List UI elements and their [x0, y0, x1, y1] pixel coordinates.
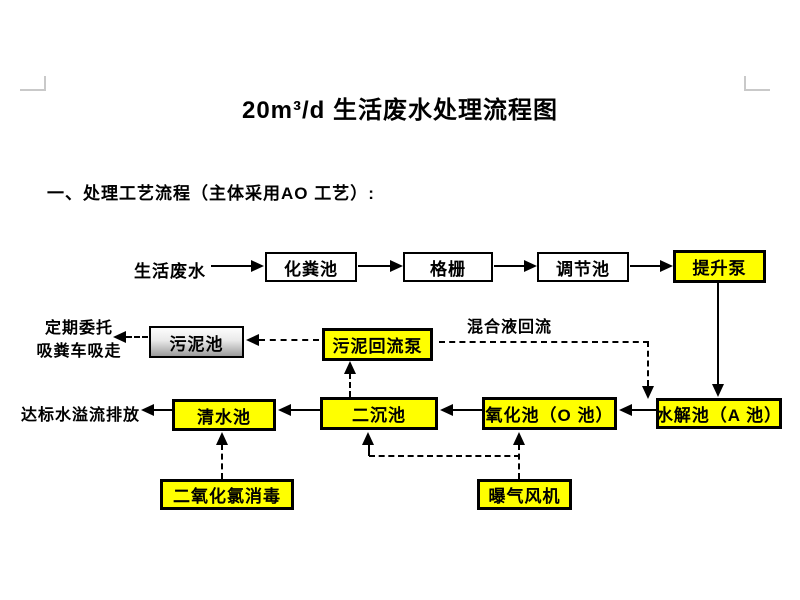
node-secondary-clarifier: 二沉池	[320, 397, 438, 430]
node-regulating-tank-label: 调节池	[556, 259, 610, 279]
arrow-regulating-to-lift	[630, 265, 660, 267]
node-clear-water-tank-label: 清水池	[197, 407, 251, 427]
arrow-clarifier-to-pump	[349, 373, 351, 397]
mixed-liquor-return-label: 混合液回流	[467, 319, 553, 336]
margin-corner-mark-right	[744, 76, 770, 91]
node-aeration-blower-label: 曝气风机	[488, 487, 561, 506]
arrow-clearwater-to-discharge	[154, 409, 172, 411]
arrow-source-to-septic	[211, 265, 251, 267]
node-sludge-tank: 污泥池	[149, 326, 244, 358]
disposal-note: 定期委托 吸粪车吸走	[22, 317, 136, 363]
disposal-note-line2: 吸粪车吸走	[36, 343, 122, 360]
arrowhead-lift-to-hydrolysis	[712, 384, 724, 397]
arrowhead-disinfection-to-clearwater	[216, 432, 228, 445]
node-disinfection: 二氧化氯消毒	[160, 479, 294, 510]
node-screen-label: 格栅	[430, 259, 466, 279]
arrowhead-septic-to-screen	[390, 260, 403, 272]
arrow-oxidation-to-clarifier	[453, 409, 482, 411]
arrowhead-blower-to-clarifier	[362, 432, 374, 445]
mixed-liquor-return-vline	[647, 341, 649, 386]
node-screen: 格栅	[403, 252, 493, 282]
arrowhead-clarifier-to-clearwater	[278, 404, 291, 416]
node-regulating-tank: 调节池	[537, 252, 629, 282]
arrow-clarifier-to-clearwater	[291, 409, 320, 411]
node-septic-tank: 化粪池	[265, 252, 357, 282]
node-septic-tank-label: 化粪池	[284, 259, 338, 279]
disposal-note-line1: 定期委托	[44, 320, 113, 337]
arrowhead-regulating-to-lift	[660, 260, 673, 272]
node-lift-pump: 提升泵	[673, 250, 766, 283]
arrow-screen-to-regulating	[494, 265, 524, 267]
arrowhead-clearwater-to-discharge	[141, 404, 154, 416]
node-oxidation-tank: 氧化池（O 池）	[482, 397, 617, 430]
node-hydrolysis-tank: 水解池（A 池）	[656, 398, 782, 429]
arrowhead-clarifier-to-pump	[344, 361, 356, 374]
node-oxidation-tank-label: 氧化池（O 池）	[485, 406, 614, 425]
node-clear-water-tank: 清水池	[172, 399, 276, 431]
arrowhead-sludge-to-disposal	[113, 331, 126, 343]
arrow-blower-branch-hline	[369, 455, 520, 457]
arrowhead-mixed-liquor-to-hydrolysis	[642, 386, 654, 399]
arrow-blower-to-oxidation	[518, 444, 520, 479]
arrow-blower-branch-vline	[368, 444, 370, 456]
node-aeration-blower: 曝气风机	[477, 479, 572, 510]
node-hydrolysis-tank-label: 水解池（A 池）	[655, 406, 783, 425]
page-title: 20m³/d 生活废水处理流程图	[241, 97, 559, 124]
node-sludge-return-pump-label: 污泥回流泵	[332, 337, 423, 356]
arrowhead-hydrolysis-to-oxidation	[619, 404, 632, 416]
arrow-septic-to-screen	[358, 265, 390, 267]
arrowhead-screen-to-regulating	[524, 260, 537, 272]
node-lift-pump-label: 提升泵	[692, 259, 747, 278]
arrow-pump-to-sludge	[259, 339, 319, 341]
arrow-disinfection-to-clearwater	[221, 444, 223, 479]
discharge-label: 达标水溢流排放	[21, 407, 141, 424]
margin-corner-mark-left	[20, 76, 46, 91]
node-sludge-tank-label: 污泥池	[169, 334, 224, 354]
mixed-liquor-return-hline	[439, 341, 649, 343]
source-label: 生活废水	[134, 262, 206, 281]
arrow-sludge-to-disposal	[126, 336, 148, 338]
arrowhead-pump-to-sludge	[246, 334, 259, 346]
arrowhead-source-to-septic	[251, 260, 264, 272]
arrow-hydrolysis-to-oxidation	[632, 409, 656, 411]
node-secondary-clarifier-label: 二沉池	[352, 406, 406, 425]
arrowhead-oxidation-to-clarifier	[440, 404, 453, 416]
node-disinfection-label: 二氧化氯消毒	[173, 487, 281, 506]
arrowhead-blower-to-oxidation	[513, 432, 525, 445]
node-sludge-return-pump: 污泥回流泵	[322, 328, 433, 361]
arrow-lift-to-hydrolysis	[717, 283, 719, 384]
section-heading: 一、处理工艺流程（主体采用AO 工艺）:	[47, 184, 375, 203]
